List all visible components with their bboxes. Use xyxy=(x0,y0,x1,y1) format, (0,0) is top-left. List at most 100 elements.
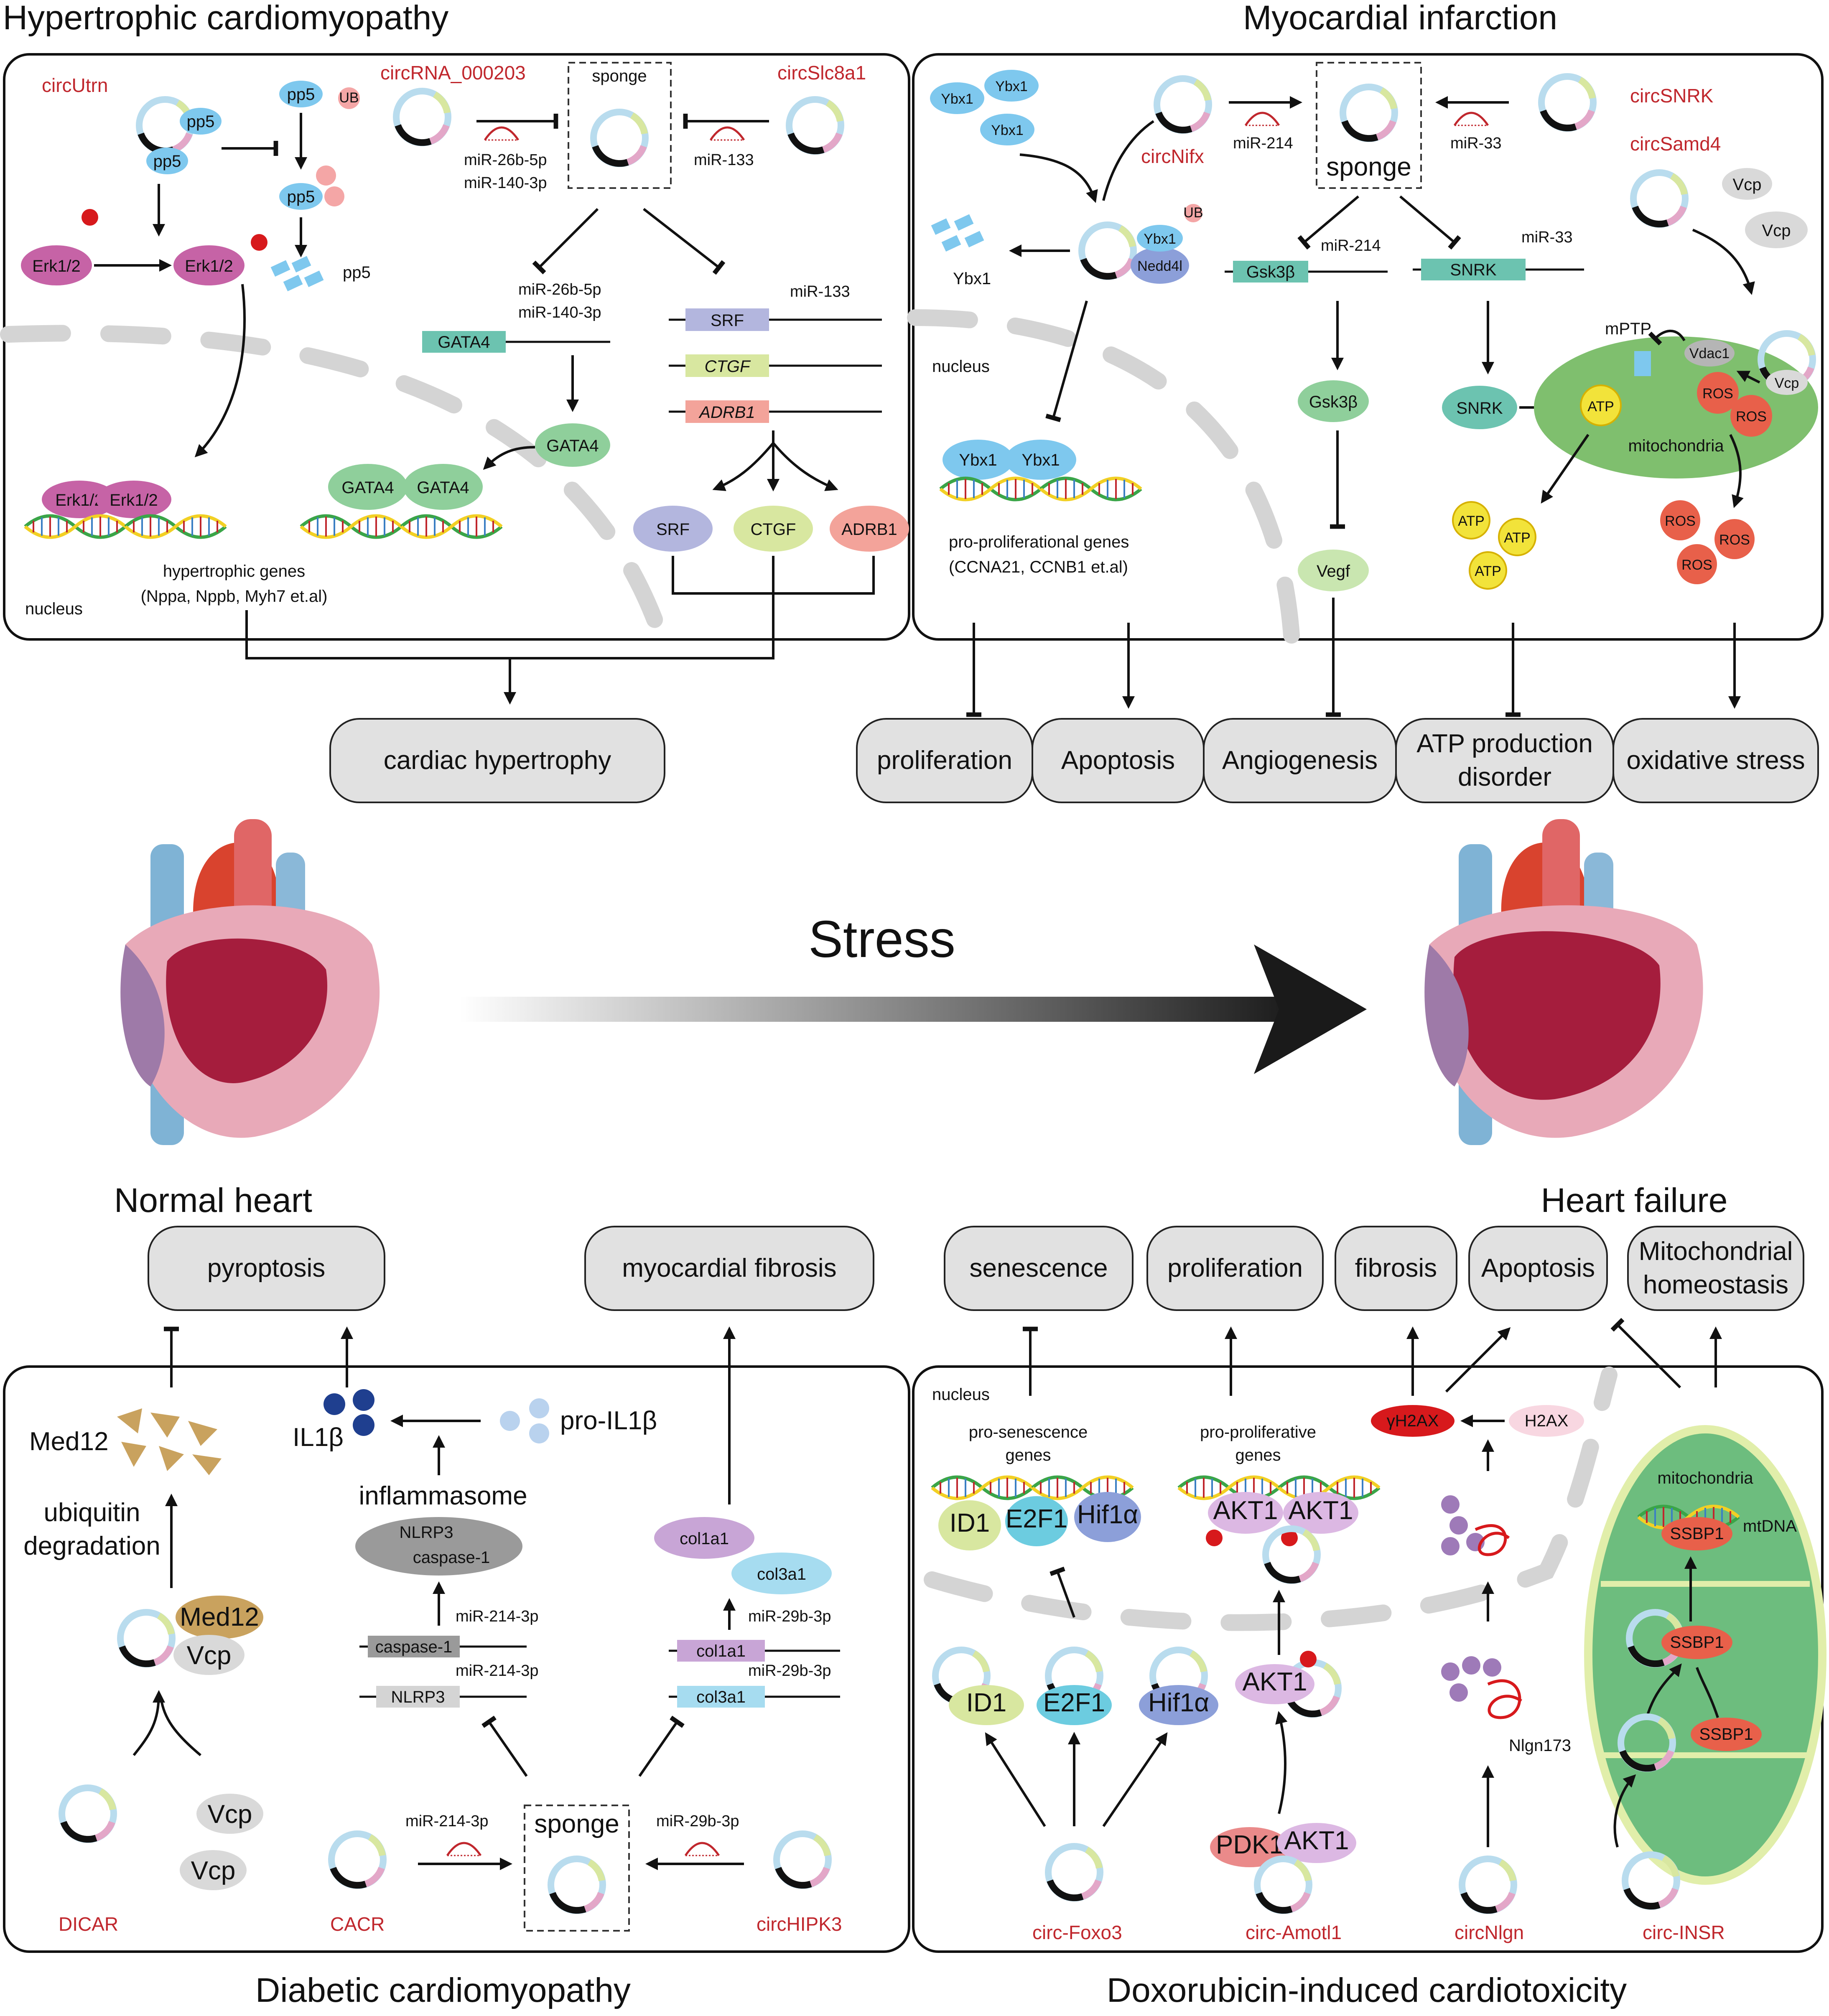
il1b-dot xyxy=(353,1389,374,1411)
circ-foxo3-label: circ-Foxo3 xyxy=(1032,1922,1122,1943)
col1a1-label: col1a1 xyxy=(680,1530,729,1548)
caspase1-mrna-box xyxy=(368,1636,460,1657)
stress-arrow xyxy=(460,944,1367,1074)
srf-mrna-label: SRF xyxy=(711,311,744,330)
circ-slc8a1-icon xyxy=(789,99,841,151)
hif1a-label: Hif1α xyxy=(1148,1688,1209,1717)
adrb1-label: ADRB1 xyxy=(841,520,897,539)
vcp-bubble xyxy=(1766,370,1808,395)
circ-utrn-label: circUtrn xyxy=(42,74,108,96)
degraded-pp5-icon xyxy=(270,256,324,292)
hypertrophic-genes-list: (Nppa, Nppb, Myh7 et.al) xyxy=(141,587,328,606)
circ-nifx-label: circNifx xyxy=(1141,145,1204,167)
dox-proliferation-label: proliferation xyxy=(1167,1254,1303,1283)
phospho-icon xyxy=(1300,1651,1317,1667)
pro-il1b-dot xyxy=(529,1423,549,1443)
snrk-bubble xyxy=(1442,386,1517,429)
mir-133-label: miR-133 xyxy=(790,283,850,300)
circ-nifx-icon xyxy=(1157,79,1209,130)
ctgf-label: CTGF xyxy=(751,520,796,539)
gata4-label: GATA4 xyxy=(341,479,394,497)
dox-panel: nucleus pro-senescence genes pro-prolife… xyxy=(912,1318,1826,1953)
gh2ax-bubble xyxy=(1371,1405,1455,1437)
phospho-icon xyxy=(251,234,267,251)
pp5-label: pp5 xyxy=(187,112,215,131)
failing-heart-illustration xyxy=(1424,819,1703,1145)
ros-icon xyxy=(1677,544,1717,584)
akt1-bubble xyxy=(1277,1823,1356,1863)
hif1a-label: Hif1α xyxy=(1077,1500,1138,1529)
pp5-bubble xyxy=(180,108,222,135)
id1-label: ID1 xyxy=(950,1509,990,1537)
ctgf-bubble xyxy=(734,506,813,552)
adrb1-bubble xyxy=(830,506,909,552)
gsk3b-mrna-box xyxy=(1233,261,1308,283)
mptp-channel-icon xyxy=(1634,351,1651,376)
mito-homeostasis-box xyxy=(1627,1226,1804,1311)
atp-label: ATP xyxy=(1587,399,1614,415)
ssbp1-label: SSBP1 xyxy=(1699,1725,1753,1744)
sponge-box xyxy=(568,62,672,189)
pp5-label: pp5 xyxy=(287,85,315,104)
mir-140-label: miR-140-3p xyxy=(518,304,601,321)
pp5-bubble xyxy=(279,81,323,107)
vegf-bubble xyxy=(1298,550,1369,591)
akt1-bubble xyxy=(1235,1664,1314,1704)
mir-29b-3p-label: miR-29b-3p xyxy=(748,1608,831,1625)
id1-label: ID1 xyxy=(966,1688,1006,1717)
cardiac-hypertrophy-box xyxy=(329,718,665,803)
mirna-icon xyxy=(485,127,518,140)
pp5-degraded-label: pp5 xyxy=(343,263,371,282)
pro-proliferational-genes-list: (CCNA21, CCNB1 et.al) xyxy=(949,558,1128,576)
pdk1-bubble xyxy=(1210,1827,1289,1867)
pro-il1b-label: pro-IL1β xyxy=(560,1406,657,1435)
atp-label: ATP xyxy=(1458,513,1485,529)
erk-bubble xyxy=(173,245,245,285)
srf-bubble xyxy=(633,506,713,552)
mi-heading: Myocardial infarction xyxy=(1243,0,1557,37)
pp5-bubble xyxy=(279,183,323,210)
fibrosis-label: fibrosis xyxy=(1355,1254,1437,1283)
vcp-label: Vcp xyxy=(1733,176,1762,194)
circ-samd4-label: circSamd4 xyxy=(1630,133,1721,155)
pp5-bubble xyxy=(146,148,188,174)
dox-apoptosis-box xyxy=(1468,1226,1608,1311)
circ-nlgn-label: circNlgn xyxy=(1455,1922,1524,1943)
circ-insr-label: circ-INSR xyxy=(1643,1922,1725,1943)
sponge-label: sponge xyxy=(534,1810,619,1838)
ybx1-label: Ybx1 xyxy=(995,79,1028,94)
inflammasome-label: inflammasome xyxy=(359,1481,527,1510)
col1a1-mrna-box xyxy=(677,1640,765,1662)
ybx1-degraded-label: Ybx1 xyxy=(953,270,991,288)
e2f1-bubble xyxy=(1005,1496,1068,1546)
mir-214-label: miR-214 xyxy=(1233,135,1293,152)
circrna-000203-label: circRNA_000203 xyxy=(380,62,526,84)
circ-foxo3-icon xyxy=(1048,1846,1100,1898)
med12-bubble xyxy=(176,1596,263,1639)
ctgf-mrna-box xyxy=(685,354,769,377)
gata4-label: GATA4 xyxy=(546,437,599,455)
atp-icon xyxy=(1498,518,1536,556)
circ-amotl1-icon xyxy=(1257,1859,1309,1911)
dna-icon xyxy=(301,516,401,537)
col1a1-mrna-label: col1a1 xyxy=(696,1642,746,1660)
erk-bubble xyxy=(96,481,171,518)
oxidative-stress-label: oxidative stress xyxy=(1626,746,1805,775)
normal-heart-label: Normal heart xyxy=(114,1181,312,1219)
pyroptosis-label: pyroptosis xyxy=(207,1254,326,1283)
circ-snrk-icon xyxy=(1541,76,1593,128)
nucleus-label: nucleus xyxy=(932,357,990,376)
akt1-bubble xyxy=(1283,1492,1358,1534)
stress-label: Stress xyxy=(808,911,955,968)
il1b-label: IL1β xyxy=(293,1423,344,1452)
gata4-bubble xyxy=(403,464,483,510)
dicar-icon xyxy=(62,1788,114,1840)
snrk-mrna-box xyxy=(1421,259,1526,280)
cardiac-hypertrophy-label: cardiac hypertrophy xyxy=(384,746,611,775)
oxidative-stress-box xyxy=(1612,718,1819,803)
col3a1-mrna-box xyxy=(677,1686,765,1708)
ub-tag-icon xyxy=(324,186,344,206)
hif1a-bubble xyxy=(1139,1685,1218,1725)
dna-icon xyxy=(125,516,226,537)
sponge-circrna-icon xyxy=(1343,87,1395,139)
